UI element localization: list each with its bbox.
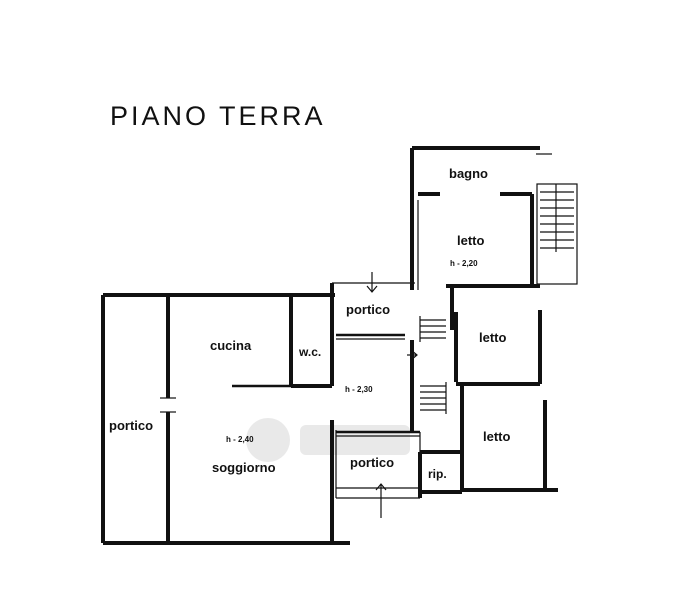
- label-soggiorno: soggiorno: [212, 460, 276, 475]
- height-soggiorno: h - 2,40: [226, 435, 254, 444]
- height-hall: h - 2,30: [345, 385, 373, 394]
- label-cucina: cucina: [210, 338, 252, 353]
- staircase-top: [540, 184, 574, 252]
- staircase-lower: [420, 382, 447, 414]
- walls-right-block: [410, 146, 578, 498]
- label-bagno: bagno: [449, 166, 488, 181]
- label-wc: w.c.: [298, 345, 321, 359]
- label-portico-left: portico: [109, 418, 153, 433]
- staircase-mid: [419, 316, 446, 342]
- plan-title: PIANO TERRA: [110, 101, 326, 131]
- label-rip: rip.: [428, 467, 447, 481]
- walls-left-block: [101, 293, 350, 545]
- label-portico-top: portico: [346, 302, 390, 317]
- label-letto-bottom: letto: [483, 429, 511, 444]
- label-letto-mid: letto: [479, 330, 507, 345]
- height-letto-top: h - 2,20: [450, 259, 478, 268]
- label-portico-bottom: portico: [350, 455, 394, 470]
- label-letto-top: letto: [457, 233, 485, 248]
